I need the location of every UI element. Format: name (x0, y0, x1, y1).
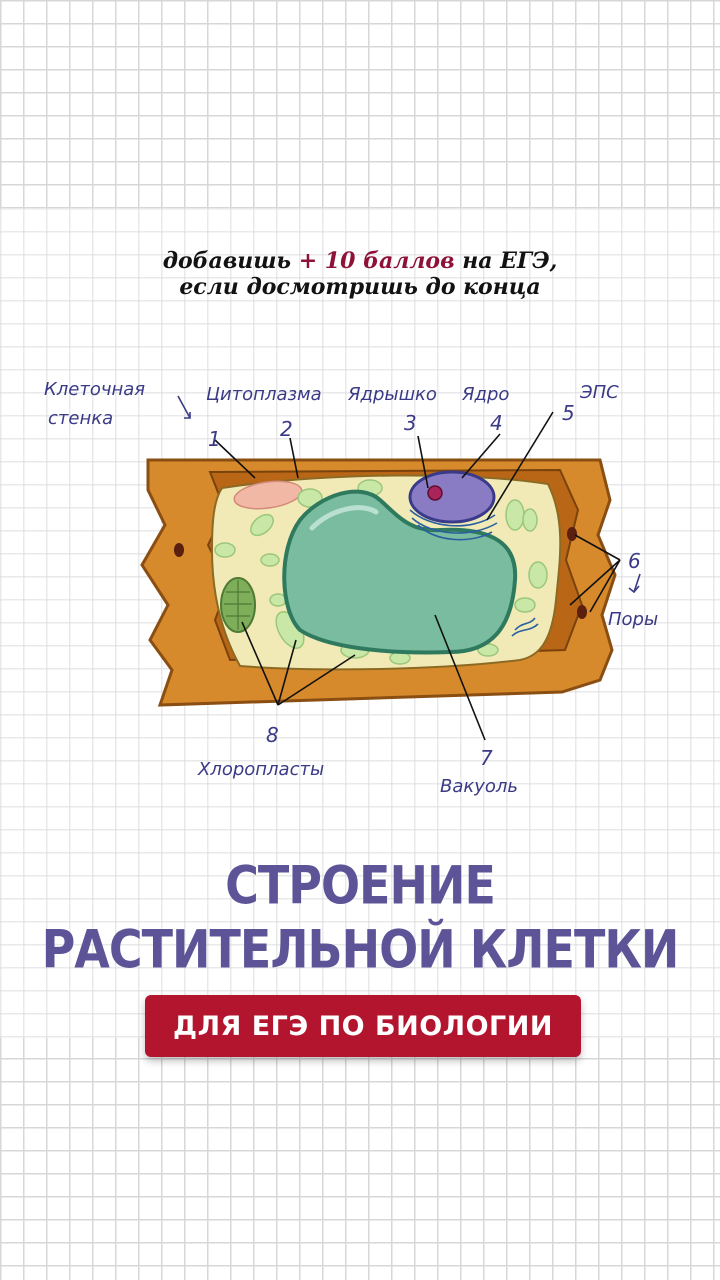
label-cell-wall-line1: Клеточная (44, 379, 145, 400)
promo-highlight: + 10 баллов (298, 248, 455, 274)
label-vacuole: Вакуоль (440, 776, 518, 797)
number-8: 8 (266, 723, 279, 747)
title-line-1: СТРОЕНИЕ (225, 853, 496, 917)
promo-text-end: на ЕГЭ, (454, 248, 558, 274)
exam-badge: ДЛЯ ЕГЭ ПО БИОЛОГИИ (145, 995, 581, 1057)
title-line-2: РАСТИТЕЛЬНОЙ КЛЕТКИ (41, 917, 680, 981)
promo-line-1: добавишь + 10 баллов на ЕГЭ, (0, 248, 720, 274)
pore-right-bottom (577, 605, 587, 619)
pore-right-top (567, 527, 577, 541)
number-2: 2 (280, 417, 293, 441)
label-nucleolus: Ядрышко (347, 384, 437, 405)
promo-text-start: добавишь (162, 248, 299, 274)
nucleolus (427, 485, 443, 501)
number-1: 1 (208, 427, 221, 451)
plant-cell-diagram: Клеточная стенка Цитоплазма Ядрышко Ядро… (44, 379, 658, 797)
nucleus (408, 470, 496, 524)
label-cytoplasm: Цитоплазма (206, 384, 322, 405)
vacuole (282, 489, 518, 655)
label-cell-wall-line2: стенка (48, 408, 113, 429)
number-6: 6 (628, 549, 641, 573)
promo-line-2: если досмотришь до конца (179, 274, 541, 300)
label-nucleus: Ядро (461, 384, 509, 405)
number-3: 3 (404, 411, 417, 435)
number-5: 5 (562, 401, 575, 425)
pore-left (174, 543, 184, 557)
badge-text: ДЛЯ ЕГЭ ПО БИОЛОГИИ (173, 1010, 553, 1042)
number-4: 4 (490, 411, 503, 435)
label-chloroplasts: Хлоропласты (197, 759, 324, 780)
label-er: ЭПС (579, 382, 619, 403)
label-pores: Поры (608, 609, 658, 630)
chloroplasts (214, 479, 548, 665)
number-7: 7 (480, 746, 493, 770)
